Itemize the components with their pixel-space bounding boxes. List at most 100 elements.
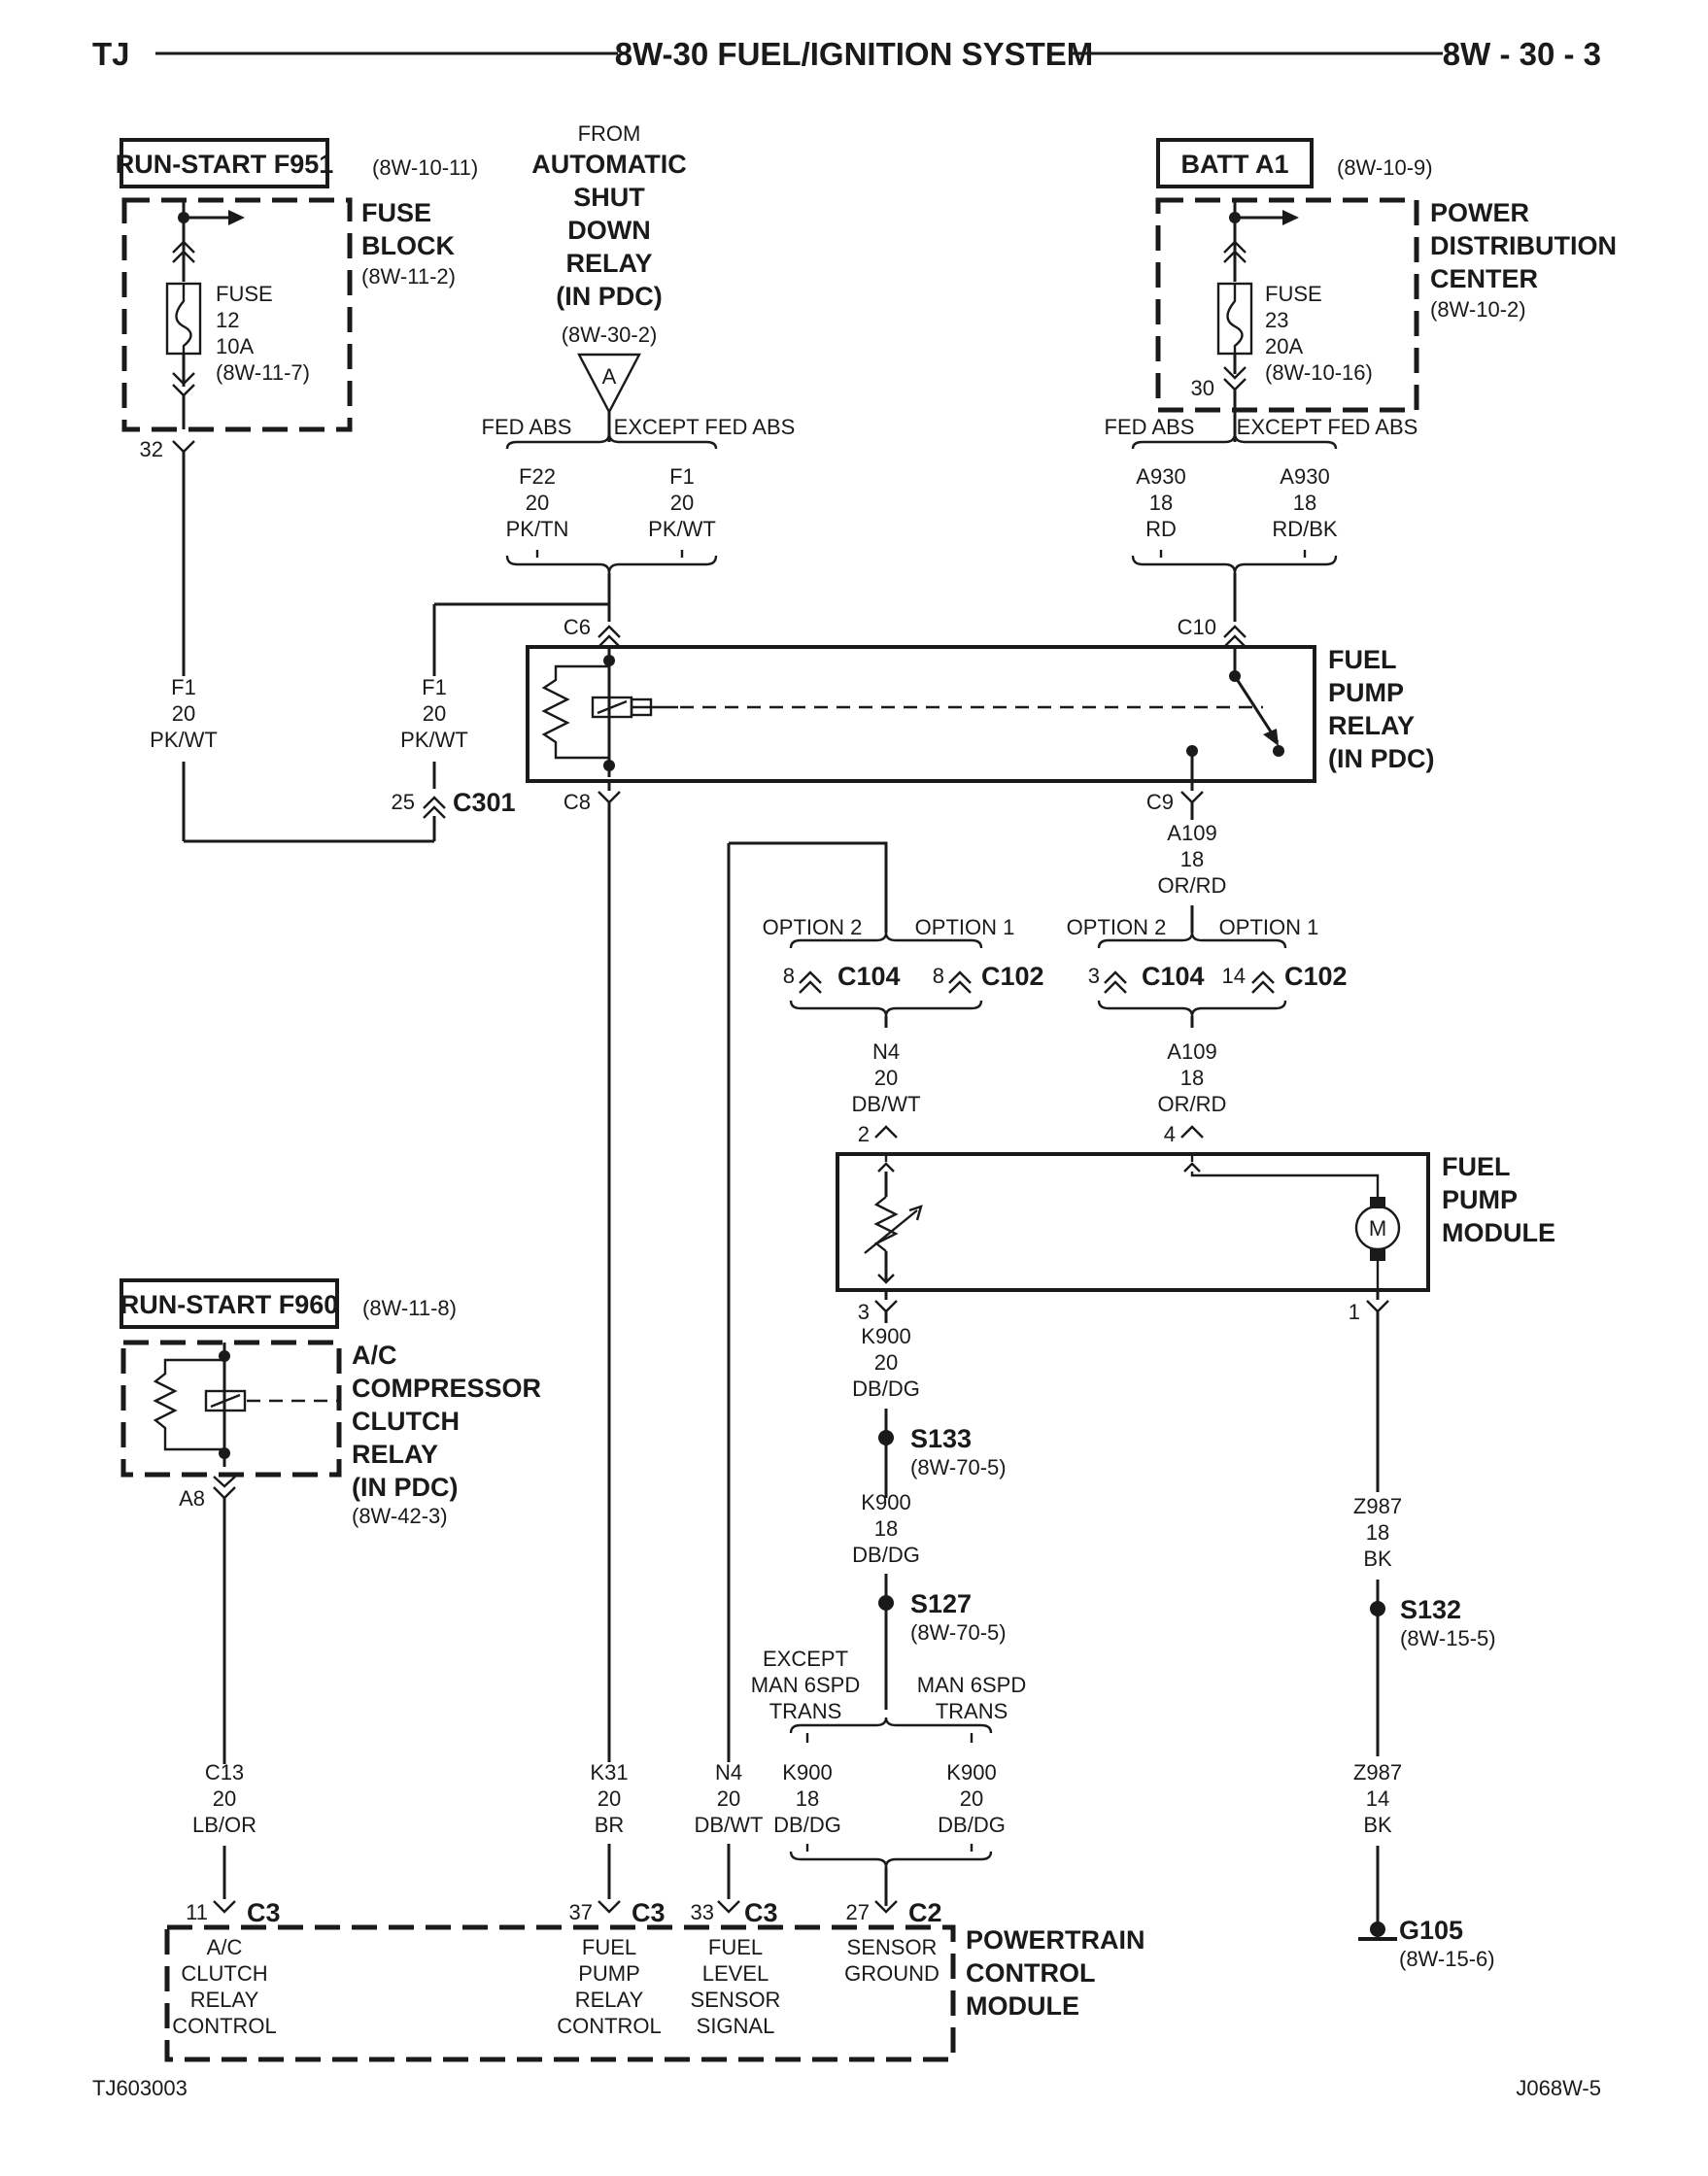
wire-c13-gauge: 20 [213,1786,236,1811]
fpm-name-2: PUMP [1442,1185,1518,1214]
wire-z987-b-code: Z987 [1353,1760,1402,1785]
pcm-pin-27-line-2: GROUND [844,1961,939,1986]
wire-z987-b-gauge: 14 [1366,1786,1389,1811]
wire-f1-mid-color: PK/WT [400,728,468,752]
wire-z987-a-color: BK [1363,1547,1392,1571]
g105-ref: (8W-15-6) [1399,1947,1495,1971]
split-batt-right: EXCEPT FED ABS [1237,415,1418,439]
options-left-opt1: OPTION 1 [915,915,1015,939]
wire-n4-top-code: N4 [872,1039,900,1064]
wire-k900-left-color: DB/DG [773,1813,841,1837]
wire-a930-left-color: RD [1145,517,1177,541]
pcm-pin-37-line-2: PUMP [578,1961,640,1986]
fuel-pump-module: 2 4 FUEL PUMP MODULE M [836,1122,1555,1292]
asd-tag-triangle [577,353,641,415]
pcm-pin-27: 27 [846,1900,870,1924]
wire-k900-b-code: K900 [861,1490,910,1514]
wire-a109-top-code: A109 [1167,821,1216,845]
ac-relay-group: RUN-START F960 (8W-11-8) A/C COMPRESSOR … [120,1278,541,1899]
relay-c9-label: C9 [1146,790,1174,814]
wire-k900-right-gauge: 20 [960,1786,983,1811]
wire-f1-mid-code: F1 [422,675,447,699]
run-start-f951-box [120,138,329,188]
fuse-block-group: RUN-START F951 (8W-10-11) FUSE BLOCK (8W… [116,138,478,461]
s127-label: S127 [910,1589,972,1618]
fpm-pin-1: 1 [1349,1300,1360,1324]
pcm-conn-27: C2 [908,1898,942,1927]
pcm-pin-33: 33 [691,1900,714,1924]
pcm-conn-33: C3 [744,1898,778,1927]
relay-resistor [541,664,609,760]
options-right-opt2: OPTION 2 [1067,915,1167,939]
wire-a930-right-gauge: 18 [1293,491,1316,515]
pcm-pin-33-line-2: LEVEL [702,1961,769,1986]
powertrain-control-module: 11 C3 37 C3 33 C3 27 C2 POWERTRAIN CONTR… [164,1898,1145,2062]
fpm-pin-4: 4 [1164,1122,1176,1146]
relay-name-2: PUMP [1328,678,1404,707]
fuse-12-line-3: 10A [216,334,254,358]
pcm-pin-37-line-3: RELAY [575,1988,644,2012]
options-left-conn-a: C104 [837,962,901,991]
asd-line-5: (IN PDC) [556,282,663,311]
fuse-block-pin: 32 [140,437,163,461]
pdc-pin: 30 [1191,376,1214,400]
pcm-pin-33-line-3: SENSOR [691,1988,781,2012]
asd-line-4: RELAY [565,249,652,278]
wire-k31-gauge: 20 [598,1786,621,1811]
split-trans-right-2: TRANS [936,1699,1008,1723]
split-trans-left-3: TRANS [769,1699,842,1723]
options-right-opt1: OPTION 1 [1219,915,1319,939]
wire-a930-left-code: A930 [1136,464,1185,489]
pcm-pin-33-line-4: SIGNAL [697,2014,775,2038]
wire-f1-right-gauge: 20 [670,491,694,515]
options-right-conn-b: C102 [1284,962,1348,991]
pdc-name-1: POWER [1430,198,1529,227]
wire-k900-a-color: DB/DG [852,1377,920,1401]
fuse-12-line-4: (8W-11-7) [216,360,310,385]
asd-ref: (8W-30-2) [562,323,658,347]
s133-ref: (8W-70-5) [910,1455,1007,1479]
wire-f1-mid-gauge: 20 [423,701,446,726]
ac-relay-line-3: CLUTCH [352,1407,460,1436]
split-batt-left: FED ABS [1105,415,1195,439]
fuse-12-line-1: FUSE [216,282,273,306]
pcm-name-1: POWERTRAIN [966,1925,1145,1955]
s132-label: S132 [1400,1595,1461,1624]
footer-left: TJ603003 [92,2076,188,2100]
wire-z987-b-color: BK [1363,1813,1392,1837]
options-right-pin-b: 14 [1222,964,1246,988]
fuse-block-name-2: BLOCK [361,231,455,260]
relay-name-3: RELAY [1328,711,1415,740]
pdc-ref: (8W-10-2) [1430,297,1526,322]
pcm-pin-11-line-2: CLUTCH [181,1961,267,1986]
wire-f1-left-code: F1 [171,675,196,699]
ac-relay-line-4: RELAY [352,1440,438,1469]
wire-k900-a-code: K900 [861,1324,910,1348]
options-left-conn-b: C102 [981,962,1044,991]
fpm-pin-3: 3 [858,1300,870,1324]
options-left-opt2: OPTION 2 [763,915,863,939]
wire-n4-top-gauge: 20 [874,1066,898,1090]
wire-f22-gauge: 20 [526,491,549,515]
fpm-name-1: FUEL [1442,1152,1511,1181]
asd-line-3: DOWN [567,216,650,245]
wire-z987-a-code: Z987 [1353,1494,1402,1518]
fuse-23-line-4: (8W-10-16) [1265,360,1373,385]
wire-c13-code: C13 [205,1760,244,1785]
wire-a109-bottom-color: OR/RD [1158,1092,1227,1116]
wire-f1-right-color: PK/WT [648,517,716,541]
c301-pin: 25 [392,790,415,814]
split-trans-left-2: MAN 6SPD [751,1673,860,1697]
options-right: OPTION 2 OPTION 1 3 C104 14 C102 A109 18… [1067,915,1348,1116]
fpm-motor-label: M [1369,1216,1386,1241]
fpm-outputs: 3 K900 20 DB/DG S133 (8W-70-5) K900 18 D… [852,1290,1496,1971]
split-asd: FED ABS EXCEPT FED ABS F22 20 PK/TN F1 2… [482,415,795,622]
header-left: TJ [92,36,130,72]
pdc-name-2: DISTRIBUTION [1430,231,1617,260]
wire-k900-right-color: DB/DG [938,1813,1006,1837]
fuse-block-outline [121,197,353,432]
wire-f1-run: F1 20 PK/WT [150,452,436,843]
s127-ref: (8W-70-5) [910,1620,1007,1645]
split-trans-left-1: EXCEPT [763,1647,848,1671]
